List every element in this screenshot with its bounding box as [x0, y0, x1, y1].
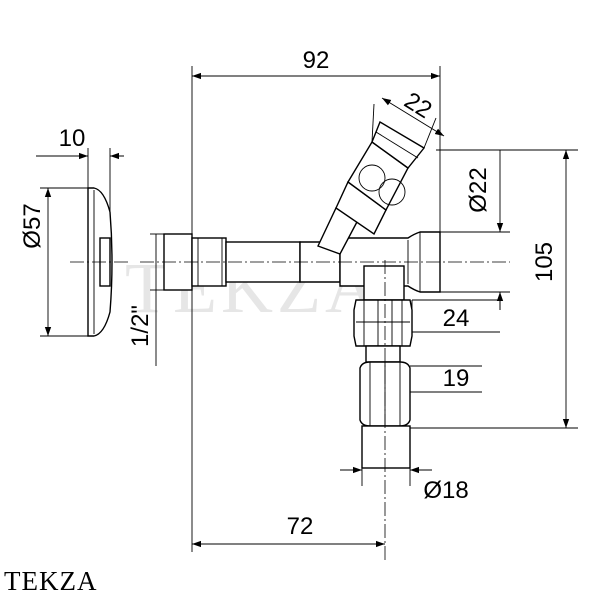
dimension-outlet-offset: 72 [191, 290, 385, 552]
dim-d18-label: Ø18 [423, 477, 468, 504]
dimension-handle-diameter: Ø22 [440, 150, 510, 310]
valve-handle [317, 120, 426, 255]
rosette-side-view [70, 187, 130, 337]
dimension-outlet-diameter: Ø18 [340, 466, 469, 504]
dimension-rosette-diameter: Ø57 [19, 187, 90, 337]
dim-72-label: 72 [287, 513, 314, 540]
dimension-rosette-depth: 10 [36, 125, 124, 212]
dimension-total-width: 92 [191, 47, 441, 238]
dim-24-label: 24 [443, 305, 470, 332]
dim-thread-label: 1/2" [127, 305, 154, 347]
dim-10-label: 10 [59, 125, 86, 152]
dimension-connector-size: 19 [410, 365, 482, 393]
dimension-total-height: 105 [410, 149, 578, 429]
dim-19-label: 19 [443, 365, 470, 392]
valve-nut [353, 299, 413, 363]
dim-105-label: 105 [531, 242, 558, 282]
dim-d22-label: Ø22 [465, 167, 492, 212]
brand-logo-text: TEKZA [4, 566, 98, 596]
dimension-nut-size: 24 [411, 299, 500, 333]
dim-92-label: 92 [303, 47, 330, 74]
dimension-inlet-thread: 1/2" [127, 233, 164, 366]
dim-d57-label: Ø57 [19, 203, 46, 248]
dim-22-label: 22 [399, 87, 436, 124]
